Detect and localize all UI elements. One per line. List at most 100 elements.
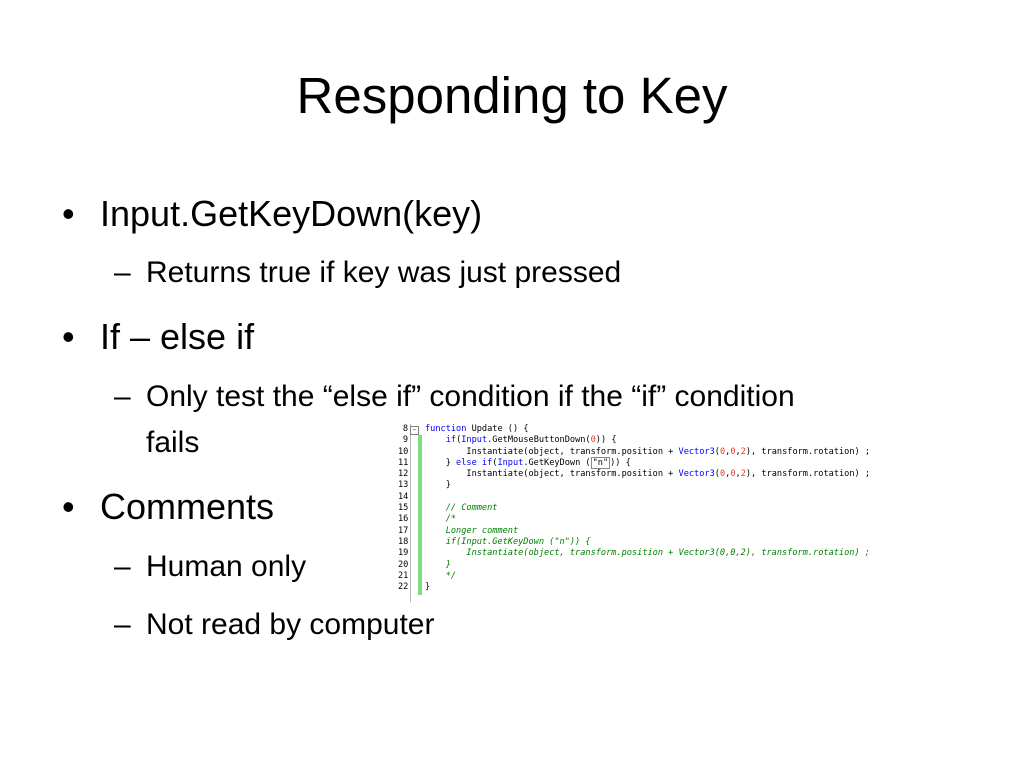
sub-bullet-text: Not read by computer bbox=[146, 608, 435, 641]
code-token: 0 bbox=[730, 446, 736, 457]
code-line: if(Input.GetKeyDown ("n")) { bbox=[425, 537, 870, 548]
code-token bbox=[425, 526, 446, 536]
code-line: } bbox=[425, 480, 870, 491]
line-number: 21 bbox=[398, 570, 409, 581]
bullet-text: Input.GetKeyDown(key) bbox=[100, 193, 483, 234]
code-token: 0 bbox=[730, 469, 736, 480]
bullet-text: Comments bbox=[100, 486, 275, 527]
code-token: } bbox=[425, 457, 457, 468]
code-token: )) { bbox=[610, 457, 631, 468]
code-token: ), transform.rotation) ; bbox=[745, 469, 871, 480]
fold-toggle-icon[interactable]: − bbox=[410, 426, 419, 435]
line-number: 22 bbox=[398, 582, 409, 593]
code-line: /* bbox=[425, 514, 870, 525]
code-token: 0 bbox=[719, 469, 726, 480]
line-number: 16 bbox=[398, 514, 409, 525]
sub-bullet-glyph: – bbox=[114, 256, 131, 289]
code-token: } bbox=[425, 582, 431, 593]
code-lines: function Update () { if(Input.GetMouseBu… bbox=[425, 424, 870, 593]
code-token: ( bbox=[714, 446, 720, 457]
code-token: */ bbox=[445, 570, 457, 581]
code-token: } bbox=[445, 559, 451, 570]
change-marker-bar bbox=[418, 435, 422, 595]
code-token: .GetKeyDown ( bbox=[523, 457, 591, 468]
line-number: 8 bbox=[402, 424, 408, 434]
bullet-glyph: • bbox=[62, 486, 75, 527]
code-token: 0 bbox=[719, 446, 726, 457]
code-token: ( bbox=[456, 435, 462, 446]
code-token: ), transform.rotation) ; bbox=[745, 446, 871, 457]
code-token: Update () { bbox=[466, 424, 529, 434]
code-token: Input bbox=[497, 457, 524, 468]
code-token bbox=[425, 435, 446, 445]
code-token bbox=[425, 503, 446, 513]
line-number: 20 bbox=[398, 559, 409, 570]
sub-bullet-glyph: – bbox=[114, 380, 131, 413]
code-token: ( bbox=[492, 457, 498, 468]
bullet-glyph: • bbox=[62, 316, 75, 357]
sub-bullet-glyph: – bbox=[114, 608, 131, 641]
code-token: Instantiate(object, transform.position + bbox=[425, 469, 679, 480]
sub-bullet-text: Only test the “else if” condition if the… bbox=[146, 380, 795, 459]
code-token: Vector3 bbox=[678, 446, 715, 457]
code-token: if(Input.GetKeyDown ("n")) { bbox=[445, 536, 591, 547]
code-token bbox=[425, 571, 446, 581]
code-token bbox=[425, 514, 446, 524]
code-line bbox=[425, 492, 870, 503]
code-token: ( bbox=[714, 469, 720, 480]
code-token bbox=[425, 537, 446, 547]
code-line: */ bbox=[425, 571, 870, 582]
code-token: if bbox=[445, 435, 457, 446]
sub-bullet-text: Returns true if key was just pressed bbox=[146, 256, 622, 289]
code-token: /* bbox=[445, 514, 457, 525]
slide-title: Responding to Key bbox=[296, 67, 728, 124]
code-line: Instantiate(object, transform.position +… bbox=[425, 548, 870, 559]
code-token: , bbox=[725, 446, 731, 457]
code-line: // Comment bbox=[425, 503, 870, 514]
line-number: 14 bbox=[398, 491, 409, 502]
code-line: Longer comment bbox=[425, 526, 870, 537]
line-number: 15 bbox=[398, 503, 409, 514]
code-token: function bbox=[425, 424, 467, 434]
code-token: Vector3 bbox=[678, 469, 715, 480]
sub-bullet-text: Human only bbox=[146, 550, 307, 583]
code-token bbox=[425, 560, 446, 570]
bullet-text: If – else if bbox=[100, 316, 255, 357]
code-token: , bbox=[735, 446, 741, 457]
code-line: } bbox=[425, 582, 870, 593]
code-token bbox=[425, 548, 466, 558]
line-number: 19 bbox=[398, 548, 409, 559]
code-token: .GetMouseButtonDown( bbox=[487, 435, 591, 446]
line-number: 11 bbox=[398, 457, 409, 468]
line-number: 12 bbox=[398, 469, 409, 480]
code-line: Instantiate(object, transform.position +… bbox=[425, 469, 870, 480]
code-token: , bbox=[725, 469, 731, 480]
code-line: } else if(Input.GetKeyDown ("n")) { bbox=[425, 456, 870, 469]
bullet-glyph: • bbox=[62, 193, 75, 234]
code-token: // Comment bbox=[445, 503, 498, 514]
line-number: 13 bbox=[398, 480, 409, 491]
line-number: 18 bbox=[398, 536, 409, 547]
code-token: "n" bbox=[590, 456, 611, 469]
code-token: Longer comment bbox=[445, 525, 519, 536]
code-token: Input bbox=[461, 435, 488, 446]
code-token: Instantiate(object, transform.position + bbox=[425, 446, 679, 457]
sub-bullet-glyph: – bbox=[114, 550, 131, 583]
code-line: if(Input.GetMouseButtonDown(0)) { bbox=[425, 435, 870, 446]
code-token: 2 bbox=[740, 446, 746, 457]
code-line: Instantiate(object, transform.position +… bbox=[425, 447, 870, 458]
code-token: } bbox=[425, 480, 451, 491]
fold-gutter bbox=[410, 424, 419, 602]
line-number: 10 bbox=[398, 446, 409, 457]
line-number: 9 bbox=[402, 435, 408, 446]
line-number: 17 bbox=[398, 525, 409, 536]
code-line: } bbox=[425, 560, 870, 571]
code-token: Instantiate(object, transform.position +… bbox=[466, 548, 870, 559]
code-token: 0 bbox=[590, 435, 596, 446]
code-token: else if bbox=[456, 457, 493, 468]
code-token: , bbox=[735, 469, 741, 480]
